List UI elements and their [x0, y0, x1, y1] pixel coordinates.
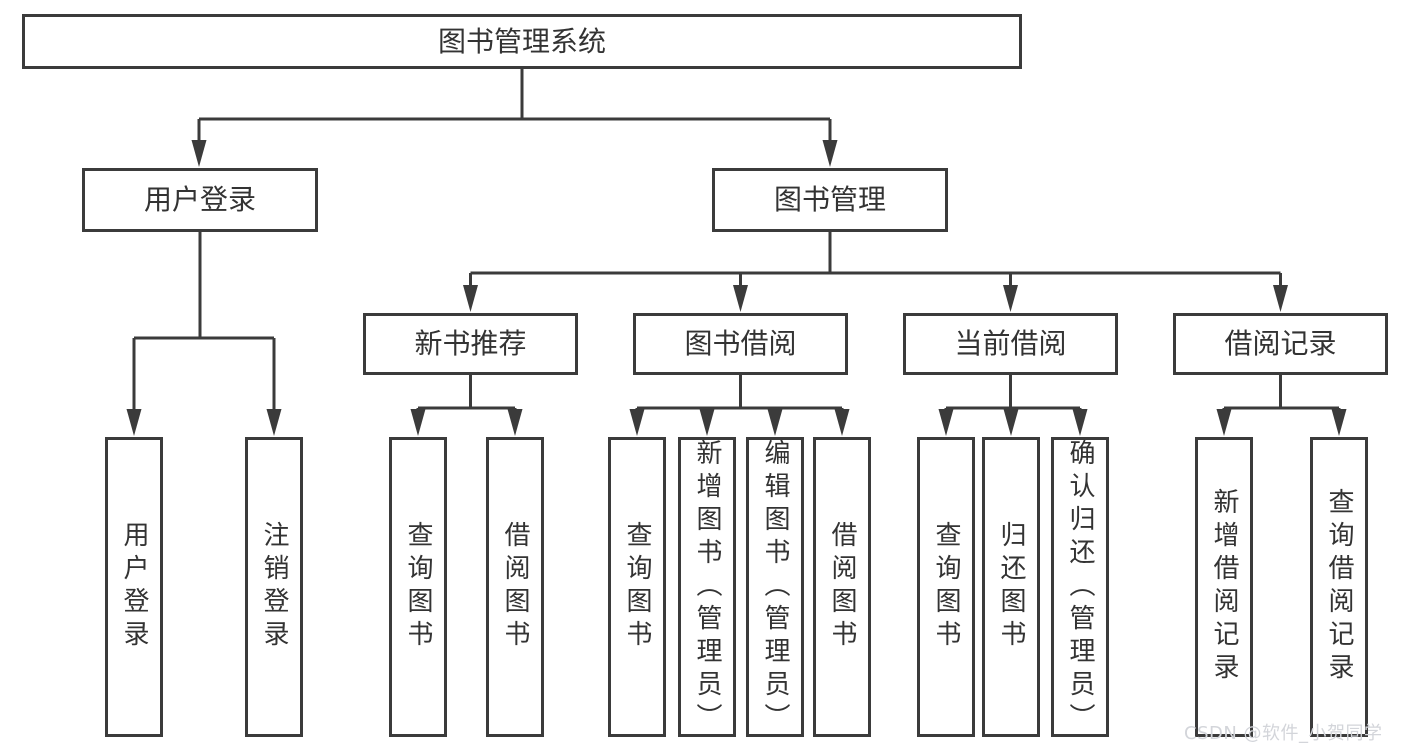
leaf-query-book-3-label: 查询图书: [931, 521, 961, 653]
leaf-query-borrow-record: 查询借阅记录: [1310, 437, 1368, 737]
leaf-query-book-2-label: 查询图书: [622, 521, 652, 653]
leaf-add-book-admin: 新增图书（管理员）: [678, 437, 736, 737]
leaf-query-book-1-label: 查询图书: [403, 521, 433, 653]
node-borrow-records-label: 借阅记录: [1224, 327, 1337, 360]
leaf-user-login: 用户登录: [105, 437, 163, 737]
leaf-query-book-3: 查询图书: [917, 437, 975, 737]
node-borrow-records: 借阅记录: [1173, 313, 1388, 375]
leaf-return-book-label: 归还图书: [996, 521, 1026, 653]
node-new-book-recommend: 新书推荐: [363, 313, 578, 375]
node-root: 图书管理系统: [22, 14, 1022, 69]
node-book-borrow: 图书借阅: [633, 313, 848, 375]
leaf-edit-book-admin-label: 编辑图书（管理员）: [760, 438, 790, 736]
node-user-login-label: 用户登录: [143, 183, 256, 216]
csdn-watermark: CSDN @软件_小贺同学: [1184, 723, 1383, 744]
leaf-add-borrow-record: 新增借阅记录: [1195, 437, 1253, 737]
leaf-borrow-book-2: 借阅图书: [813, 437, 871, 737]
leaf-user-login-label: 用户登录: [119, 521, 149, 653]
leaf-logout: 注销登录: [245, 437, 303, 737]
node-current-borrow-label: 当前借阅: [954, 327, 1067, 360]
leaf-query-book-1: 查询图书: [389, 437, 447, 737]
node-book-borrow-label: 图书借阅: [684, 327, 797, 360]
node-root-label: 图书管理系统: [437, 24, 606, 58]
node-user-login: 用户登录: [82, 168, 318, 232]
leaf-logout-label: 注销登录: [259, 521, 289, 653]
leaf-borrow-book-2-label: 借阅图书: [827, 521, 857, 653]
leaf-borrow-book-1-label: 借阅图书: [500, 521, 530, 653]
node-new-book-recommend-label: 新书推荐: [414, 327, 527, 360]
node-book-management: 图书管理: [712, 168, 948, 232]
leaf-add-borrow-record-label: 新增借阅记录: [1209, 488, 1239, 686]
leaf-confirm-return-admin-label: 确认归还（管理员）: [1065, 438, 1095, 736]
leaf-query-borrow-record-label: 查询借阅记录: [1324, 488, 1354, 686]
node-book-management-label: 图书管理: [773, 183, 886, 216]
leaf-borrow-book-1: 借阅图书: [486, 437, 544, 737]
leaf-edit-book-admin: 编辑图书（管理员）: [746, 437, 804, 737]
node-current-borrow: 当前借阅: [903, 313, 1118, 375]
leaf-confirm-return-admin: 确认归还（管理员）: [1051, 437, 1109, 737]
leaf-return-book: 归还图书: [982, 437, 1040, 737]
leaf-query-book-2: 查询图书: [608, 437, 666, 737]
leaf-add-book-admin-label: 新增图书（管理员）: [692, 438, 722, 736]
